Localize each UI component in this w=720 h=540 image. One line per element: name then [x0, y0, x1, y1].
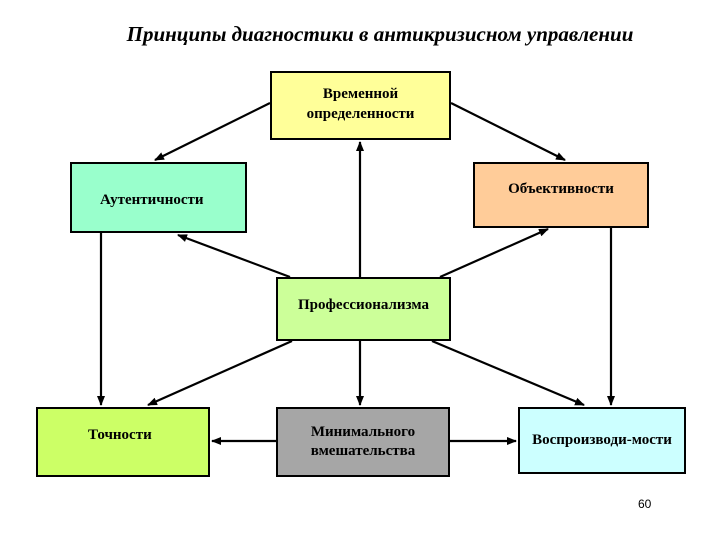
page-number: 60 [638, 497, 652, 511]
arrow-prof-to-vospr [431, 339, 585, 407]
arrow-vremen-to-autent [154, 102, 271, 161]
node-label: Минимального вмешательства [310, 423, 416, 460]
diagram-title: Принципы диагностики в антикризисном упр… [126, 22, 634, 46]
arrow-vremen-to-objekt [450, 102, 566, 161]
node-label: Временной определенности [306, 86, 415, 122]
node-label: Объективности [508, 181, 614, 198]
node-label: Профессионализма [298, 297, 429, 314]
node-vremennoy-opredelennosti: Временной определенности [270, 71, 451, 140]
node-vosproizvodimosti: Воспроизводи-мости [518, 407, 686, 474]
arrow-prof-to-tochn [147, 339, 293, 407]
node-label: Точности [88, 427, 152, 444]
node-objektivnosti: Объективности [473, 162, 649, 228]
node-label: Воспроизводи-мости [532, 431, 672, 448]
node-autentichnosti: Аутентичности [70, 162, 247, 233]
arrow-prof-to-objekt [439, 227, 549, 279]
node-tochnosti: Точности [36, 407, 210, 477]
node-minimalnogo-vmeshatelstva: Минимального вмешательства [276, 407, 450, 477]
arrow-prof-to-autent [177, 233, 291, 279]
node-professionalizma: Профессионализма [276, 277, 451, 341]
node-label: Аутентичности [100, 191, 204, 208]
